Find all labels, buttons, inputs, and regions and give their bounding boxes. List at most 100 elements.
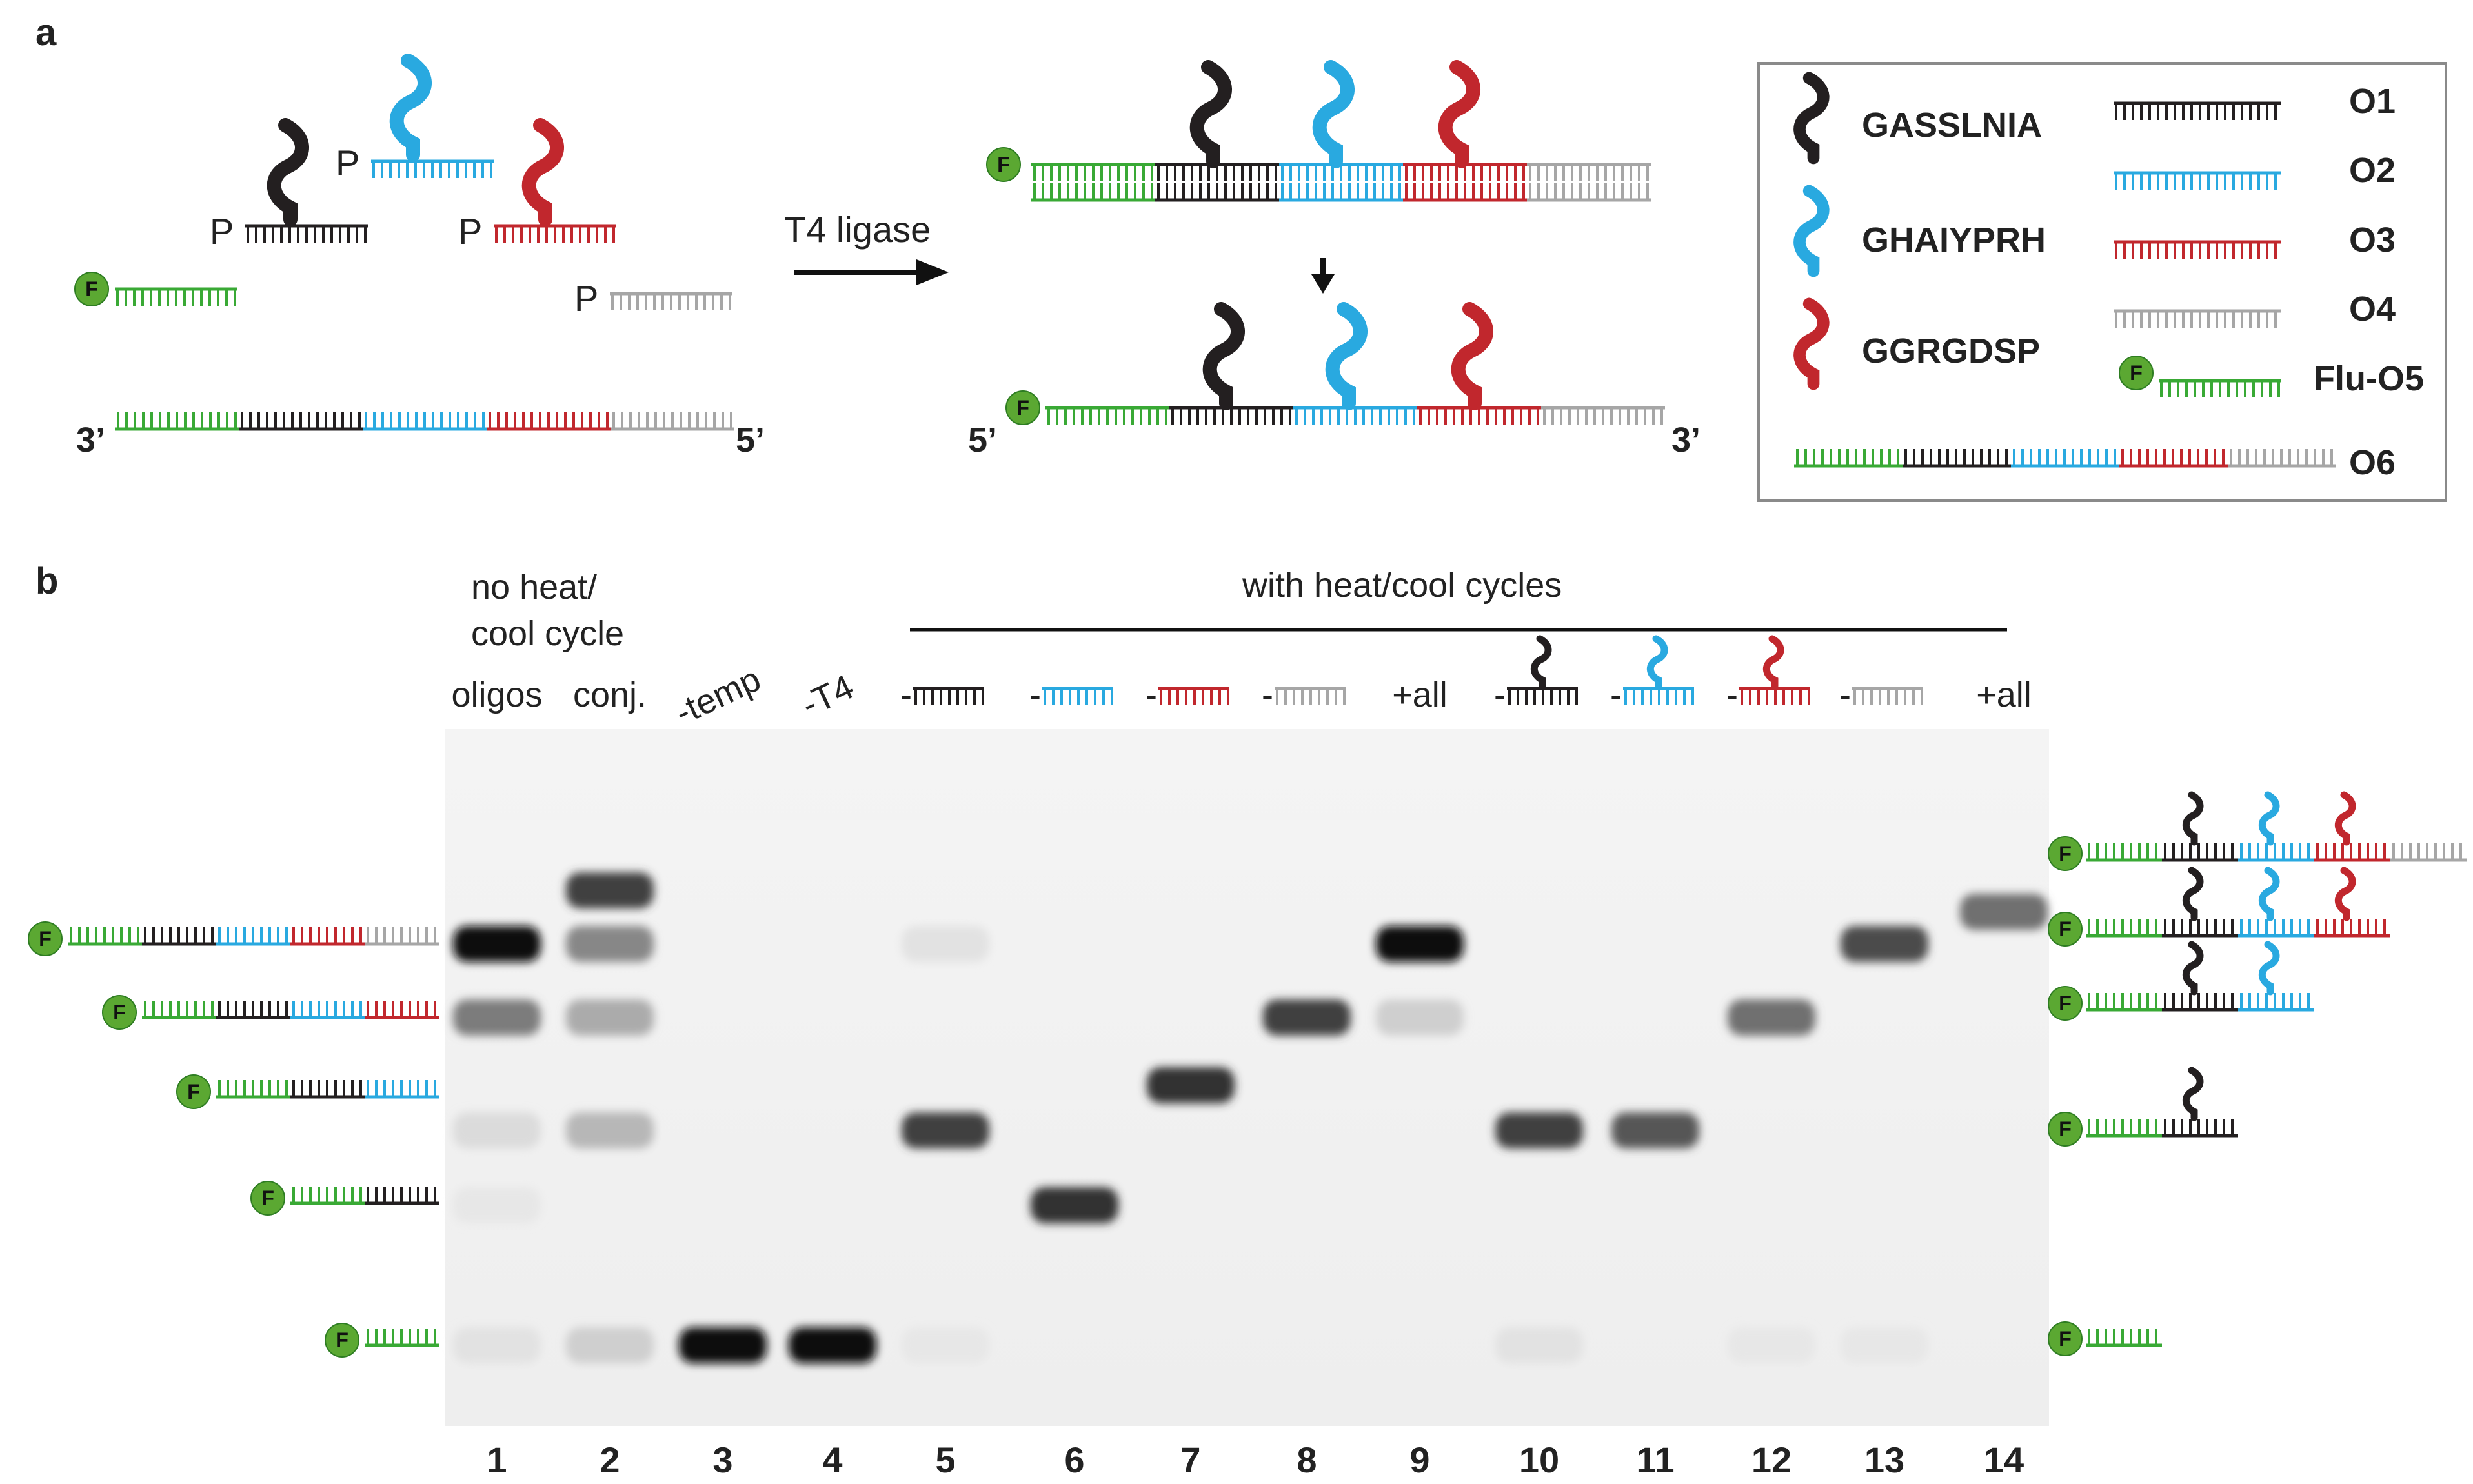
marker-peptide-icon: [2182, 1067, 2204, 1121]
marker-peptide-icon: [2182, 941, 2204, 996]
product-peptide-2-icon: [1312, 60, 1355, 168]
oligo-o1: [245, 224, 368, 243]
lane-header: -: [1610, 676, 1622, 714]
fluorescein-label: F: [336, 1329, 348, 1352]
released-peptide-3-icon: [1451, 302, 1493, 410]
gel-band: [902, 1327, 989, 1363]
gel-band: [1147, 1067, 1235, 1103]
fluorescein-label: F: [113, 1001, 126, 1024]
legend-oligo-o2: O2: [2349, 151, 2396, 190]
gel-band: [453, 1112, 541, 1148]
product: 5’ 3’: [968, 258, 1701, 459]
lane-header: -: [1262, 676, 1273, 714]
fluorescein-released-icon: F: [1005, 390, 1040, 425]
lane-header-oligo-icon: [1042, 687, 1113, 705]
left-band-marker: [290, 1187, 439, 1205]
phosphate-label-o4: P: [574, 278, 598, 319]
lane-number: 10: [1519, 1439, 1559, 1480]
lane-number: 4: [822, 1439, 842, 1480]
legend-ghaiyprh-icon: [1793, 185, 1830, 277]
legend-oligo-flu-o5: Flu-O5: [2314, 359, 2424, 398]
right-band-marker: [2086, 1329, 2162, 1347]
legend-o6-icon: [1794, 449, 2336, 468]
legend-o4-icon: [2114, 309, 2281, 328]
reactants: P P P P 3’ 5’: [76, 143, 765, 459]
fluorescein-label: F: [1016, 396, 1029, 419]
gel-band: [1263, 999, 1351, 1036]
gel-band: [566, 926, 654, 962]
gel-band: [1495, 1327, 1583, 1363]
oligo-o2: [371, 159, 494, 178]
legend-box: [1757, 62, 2447, 502]
gel-band: [902, 926, 989, 962]
lane-header-peptide-icon: [1530, 635, 1552, 690]
group-label-no-heat: no heat/: [471, 568, 597, 607]
marker-fluorescein-icon: F: [2048, 1112, 2083, 1147]
legend-fluorescein-icon: F: [2119, 356, 2154, 390]
legend-o3-icon: [2114, 240, 2281, 259]
fluorescein-label: F: [997, 153, 1010, 176]
gel-band: [679, 1327, 767, 1363]
marker-fluorescein-icon: F: [2048, 912, 2083, 947]
fluorescein-label: F: [2130, 361, 2143, 385]
lane-header-oligo-icon: [1158, 687, 1229, 705]
fluorescein-label: F: [2059, 917, 2072, 941]
lane-header-oligo-icon: [1507, 687, 1578, 705]
product-5prime-label: 5’: [968, 421, 997, 459]
gel-band: [1376, 999, 1464, 1036]
product-peptide-3-icon: [1438, 60, 1480, 168]
released-peptide-1-icon: [1202, 302, 1245, 410]
lane-number: 11: [1636, 1439, 1674, 1480]
marker-peptide-icon: [2258, 867, 2280, 921]
gel-band: [1376, 926, 1464, 962]
legend-oligo-o6: O6: [2349, 443, 2396, 482]
gel-band: [453, 926, 541, 962]
lane-header: -: [1146, 676, 1157, 714]
panel-label-a: a: [35, 12, 57, 54]
legend-peptide-3: GGRGDSP: [1862, 332, 2040, 370]
legend-gasslnia-icon: [1793, 72, 1830, 165]
fluorescein-label: F: [39, 927, 52, 950]
fluorescein-label: F: [187, 1080, 200, 1103]
gel-band: [1841, 926, 1928, 962]
lane-number: 2: [600, 1439, 620, 1480]
right-band-marker: [2086, 993, 2314, 1012]
down-arrow: [1311, 258, 1335, 294]
gel-band: [566, 1327, 654, 1363]
legend-oligo-o4: O4: [2349, 290, 2396, 328]
phosphate-label-o3: P: [458, 211, 482, 252]
lane-header: +all: [1976, 676, 2032, 714]
gel-band: [453, 999, 541, 1036]
marker-peptide-icon: [2334, 867, 2356, 921]
product-peptide-1-icon: [1189, 60, 1232, 168]
template-5prime-label: 5’: [736, 421, 765, 459]
marker-fluorescein-icon: F: [176, 1074, 211, 1109]
marker-fluorescein-icon: F: [250, 1181, 285, 1216]
t4-ligase-label: T4 ligase: [784, 209, 931, 250]
group-label-heat: with heat/cool cycles: [1242, 566, 1562, 605]
gel-band: [566, 999, 654, 1036]
marker-fluorescein-icon: F: [102, 995, 137, 1030]
fluorescein-label: F: [2059, 992, 2072, 1015]
lane-number: 3: [712, 1439, 732, 1480]
left-band-marker: [216, 1080, 439, 1099]
gel-band: [1611, 1112, 1699, 1148]
gel-bands: [453, 872, 2048, 1363]
template-3prime-label: 3’: [76, 421, 105, 459]
lane-header: conj.: [573, 676, 647, 714]
legend-oligo-o3: O3: [2349, 221, 2396, 259]
right-band-marker: [2086, 919, 2390, 938]
gel-background: [445, 729, 2049, 1426]
gel-band: [1728, 1327, 1815, 1363]
lane-number: 1: [487, 1439, 507, 1480]
ligation-arrow: T4 ligase: [784, 209, 949, 285]
lane-header: -: [1726, 676, 1738, 714]
lane-header-oligo-icon: [1275, 687, 1346, 705]
lane-header-oligo-icon: [1623, 687, 1694, 705]
product-bottom-strand: [1031, 183, 1651, 202]
lane-number: 12: [1751, 1439, 1792, 1480]
oligo-o4: [610, 292, 732, 310]
gel-band: [789, 1327, 876, 1363]
